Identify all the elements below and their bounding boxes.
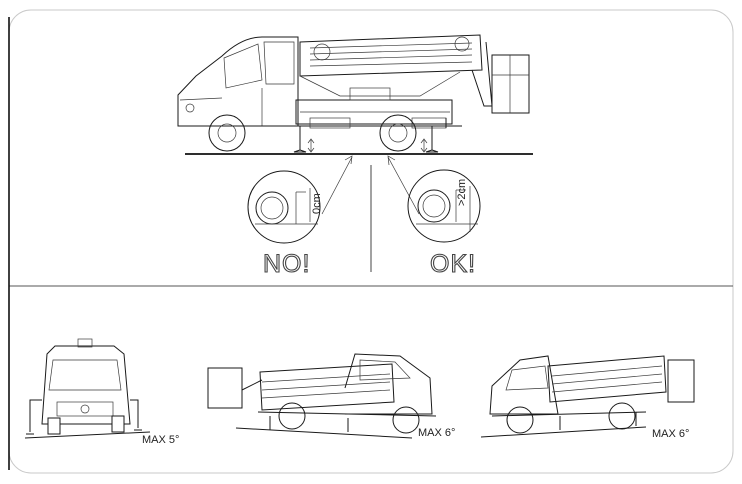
gap-label-ok: >2cm [456, 179, 468, 206]
truck-side-view [177, 34, 533, 155]
pointer-right [387, 156, 420, 215]
pointer-left-head [344, 155, 353, 165]
truck-front-view [24, 338, 151, 439]
max-side-left-label: MAX 6° [418, 427, 455, 439]
max-front-label: MAX 5° [142, 434, 179, 446]
ok-label: OK! [430, 250, 476, 278]
max-side-right-label: MAX 6° [652, 428, 689, 440]
detail-ok: >2cm [407, 169, 481, 243]
detail-no: 0cm [247, 170, 323, 244]
truck-tilted-right [480, 355, 695, 438]
no-label: NO! [263, 250, 310, 278]
pointer-left [321, 156, 353, 215]
truck-tilted-left [207, 353, 437, 439]
pointer-right-head [387, 155, 396, 166]
gap-label-no: 0cm [311, 193, 323, 214]
